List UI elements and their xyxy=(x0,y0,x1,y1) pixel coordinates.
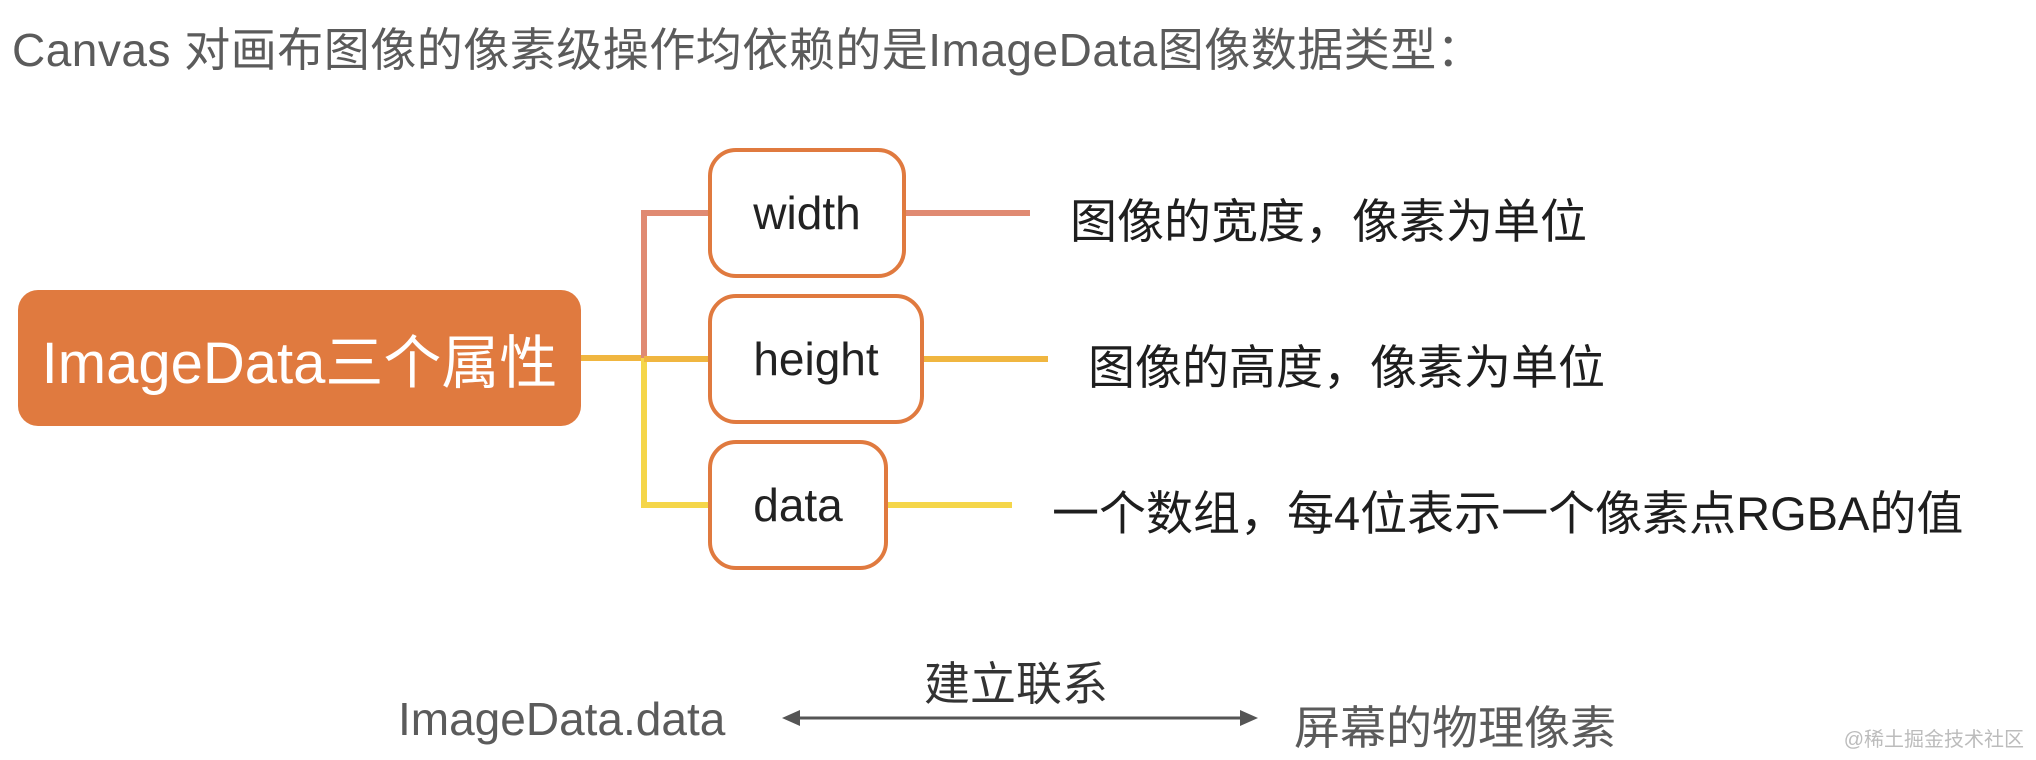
arrow-head-right xyxy=(1240,710,1258,726)
relation-left: ImageData.data xyxy=(398,693,726,745)
property-node-data: data xyxy=(708,440,888,570)
property-node-height: height xyxy=(708,294,924,424)
intro-text: Canvas 对画布图像的像素级操作均依赖的是ImageData图像数据类型： xyxy=(12,24,1484,76)
relation-right: 屏幕的物理像素 xyxy=(1294,702,1616,754)
arrow-head-left xyxy=(782,710,800,726)
property-desc-data: 一个数组，每4位表示一个像素点RGBA的值 xyxy=(1052,487,1964,540)
watermark: @稀土掘金技术社区 xyxy=(1843,729,2024,751)
property-desc-width: 图像的宽度，像素为单位 xyxy=(1070,195,1587,248)
root-node: ImageData三个属性 xyxy=(18,290,581,426)
property-node-width: width xyxy=(708,148,906,278)
property-desc-height: 图像的高度，像素为单位 xyxy=(1088,341,1605,394)
relation-label: 建立联系 xyxy=(924,658,1108,710)
